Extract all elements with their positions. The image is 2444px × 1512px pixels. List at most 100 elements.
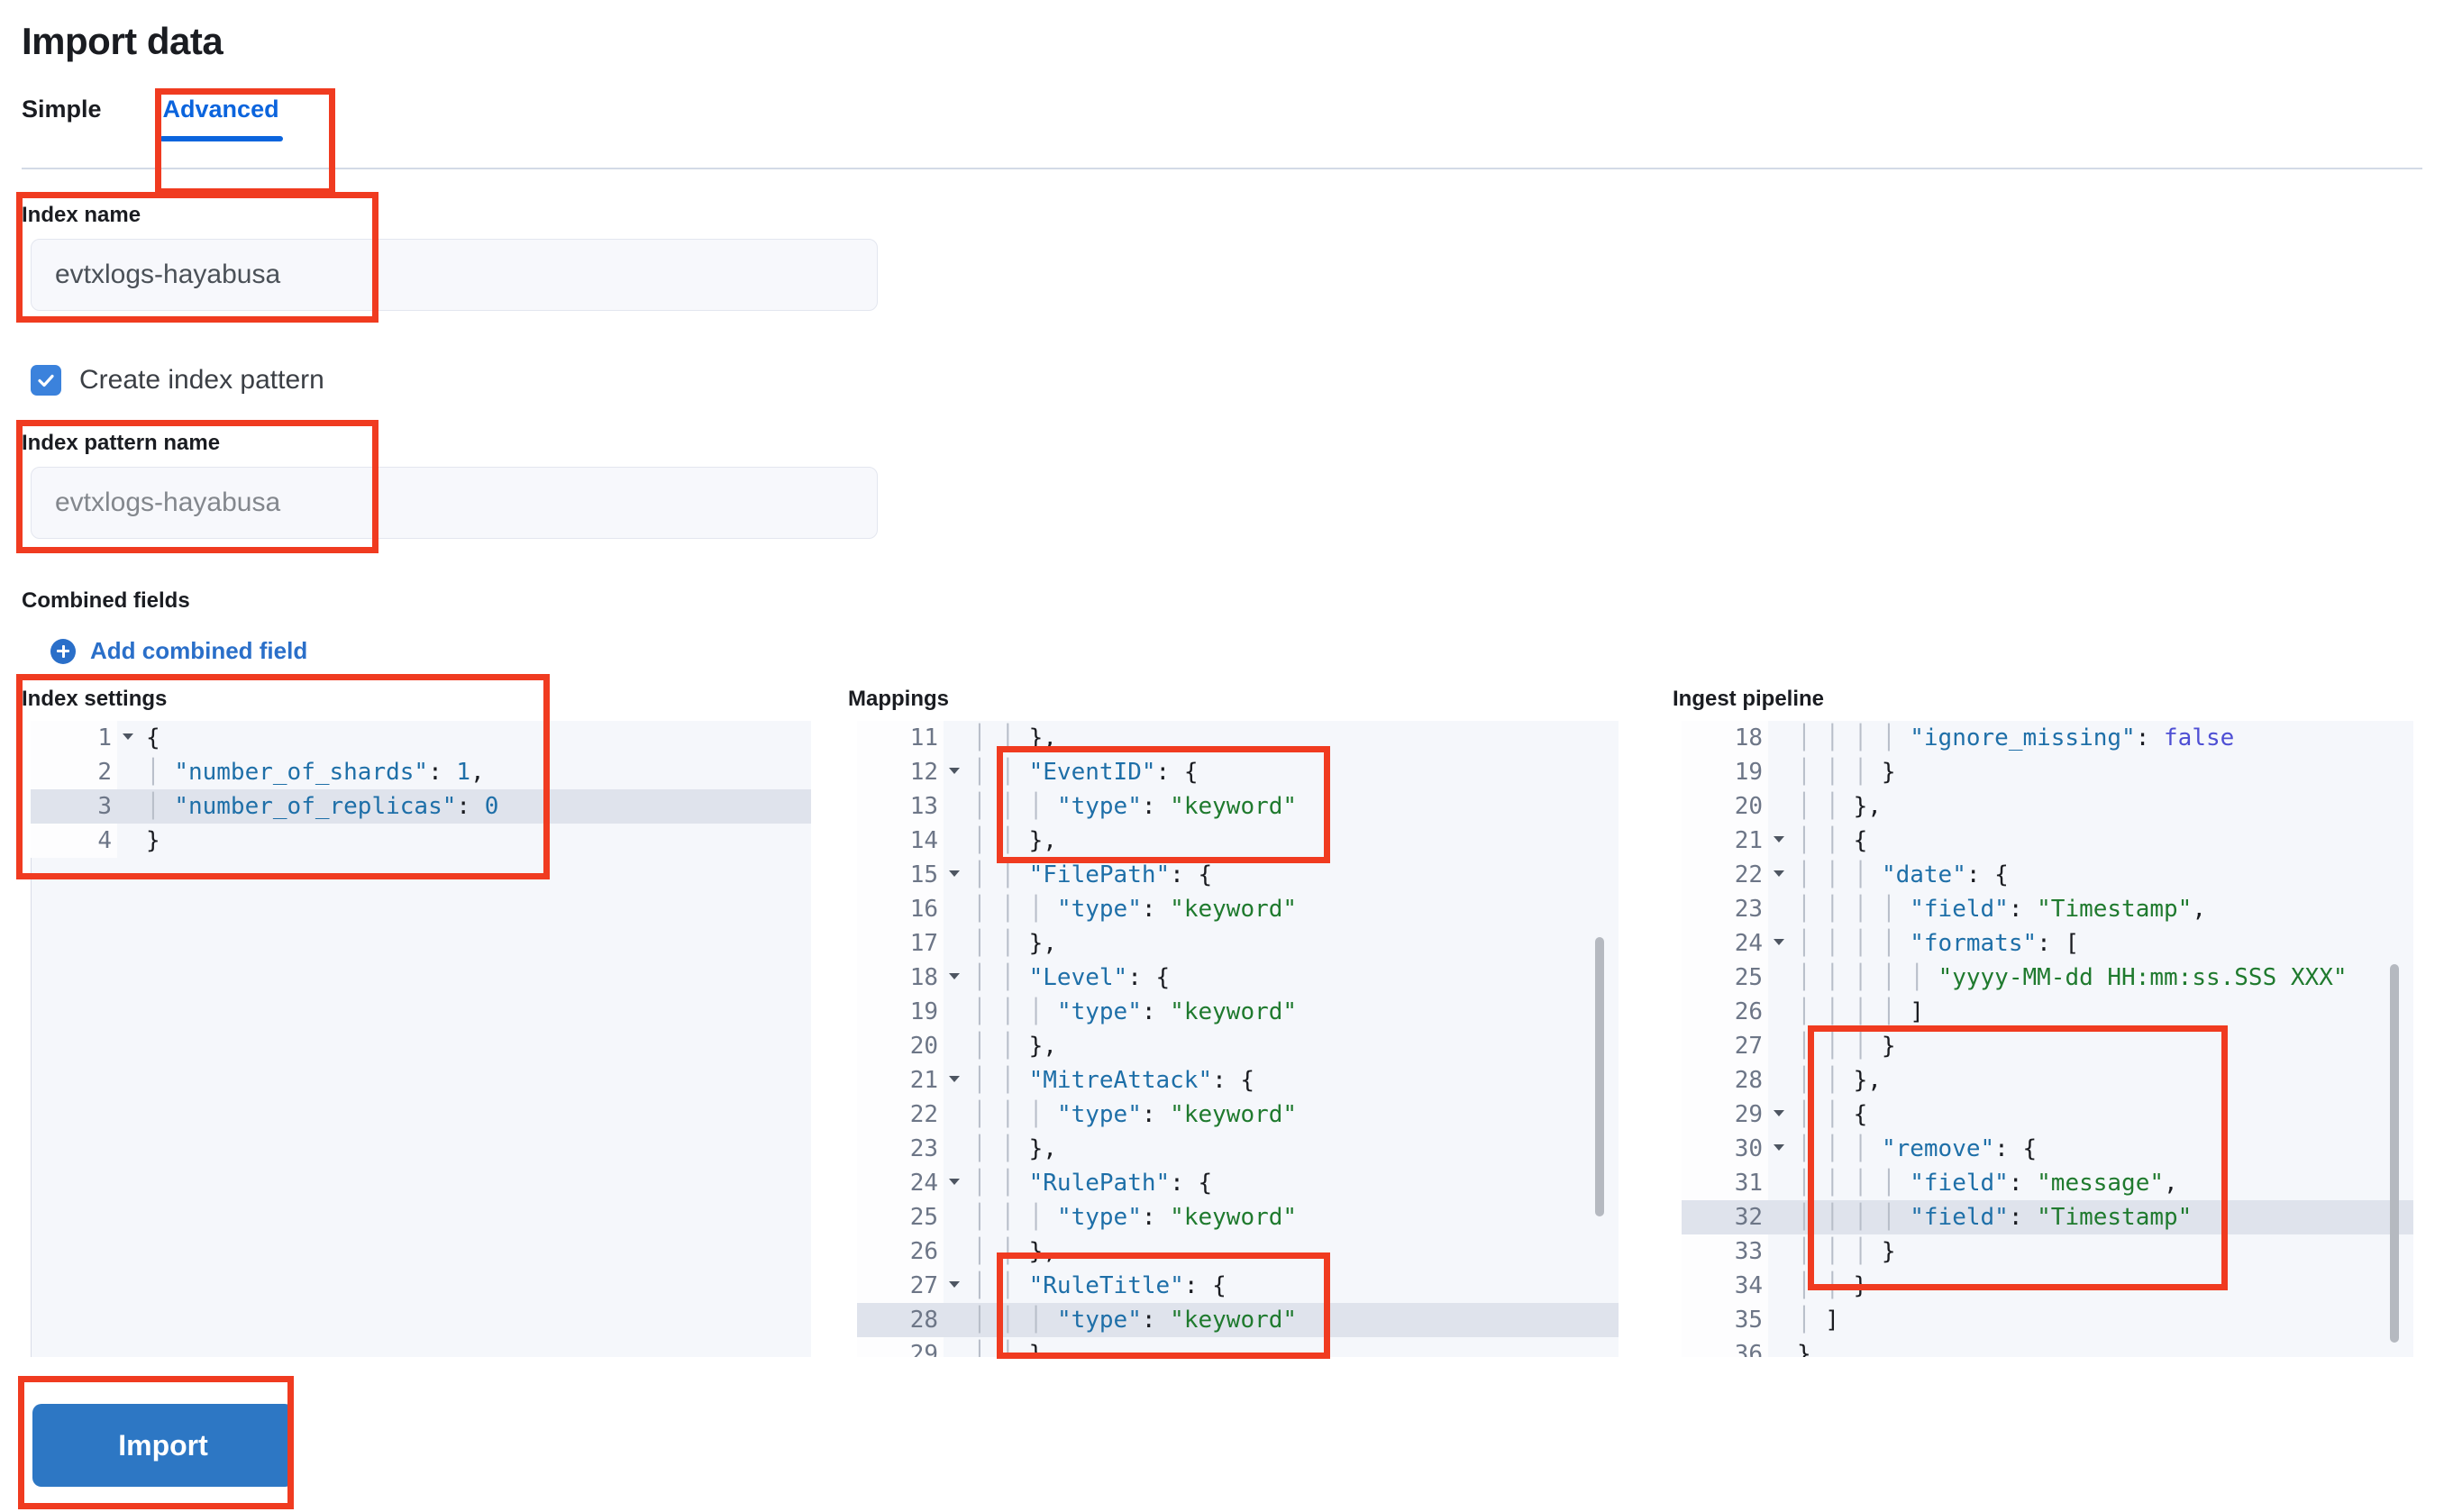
code-line[interactable]: 19│ │ │ }	[1682, 755, 2413, 789]
code-line[interactable]: 3│ "number_of_replicas": 0	[31, 789, 811, 824]
tab-advanced[interactable]: Advanced	[132, 97, 310, 141]
code-line[interactable]: 22│ │ │ "type": "keyword"	[857, 1098, 1619, 1132]
fold-arrow-icon[interactable]	[1774, 939, 1784, 945]
code-text: │ │ │ }	[1797, 1238, 1896, 1265]
line-number: 33	[1682, 1234, 1768, 1269]
fold-arrow-icon[interactable]	[1774, 1110, 1784, 1116]
code-line[interactable]: 30│ │ │ "remove": {	[1682, 1132, 2413, 1166]
line-number: 27	[1682, 1029, 1768, 1063]
fold-arrow-icon[interactable]	[949, 768, 960, 774]
code-line[interactable]: 2│ "number_of_shards": 1,	[31, 755, 811, 789]
code-line[interactable]: 26 │ │ },	[857, 1234, 1619, 1269]
fold-arrow-icon[interactable]	[949, 870, 960, 877]
line-number: 26	[857, 1234, 944, 1269]
index-settings-editor[interactable]: 1{2│ "number_of_shards": 1,3│ "number_of…	[31, 721, 811, 1357]
code-line[interactable]: 21 │ │ {	[1682, 824, 2413, 858]
code-text: │ │ │ │ "field": "Timestamp"	[1797, 1204, 2193, 1231]
code-text: │ │ │ "date": {	[1797, 861, 2009, 888]
code-line[interactable]: 15│ │ "FilePath": {	[857, 858, 1619, 892]
line-number: 20	[857, 1029, 944, 1063]
code-line[interactable]: 36}	[1682, 1337, 2413, 1357]
code-line[interactable]: 25│ │ │ "type": "keyword"	[857, 1200, 1619, 1234]
code-line[interactable]: 20│ │ },	[1682, 789, 2413, 824]
code-text: │ │ },	[972, 1033, 1057, 1060]
code-line[interactable]: 27│ │ "RuleTitle": {	[857, 1269, 1619, 1303]
code-line[interactable]: 29│ │ },	[857, 1337, 1619, 1357]
code-text: │ │ │ │ "formats": [	[1797, 930, 2080, 957]
code-line[interactable]: 35│ ]	[1682, 1303, 2413, 1337]
create-index-pattern-label: Create index pattern	[79, 365, 324, 395]
code-line[interactable]: 22│ │ │ "date": {	[1682, 858, 2413, 892]
line-number: 23	[1682, 892, 1768, 926]
code-line[interactable]: 23│ │ │ │ "field": "Timestamp",	[1682, 892, 2413, 926]
code-text: │ "number_of_replicas": 0	[146, 793, 499, 820]
code-line[interactable]: 18│ │ "Level": {	[857, 961, 1619, 995]
line-number: 28	[857, 1303, 944, 1337]
mappings-scrollbar-thumb[interactable]	[1595, 937, 1604, 1216]
index-pattern-name-label: Index pattern name	[22, 431, 221, 455]
index-settings-label: Index settings	[22, 687, 168, 711]
editor-content[interactable]: 11│ │ },12 │ │ "EventID": { 13│ │ │ "type"…	[857, 721, 1619, 1357]
code-line[interactable]: 4}	[31, 824, 811, 858]
code-line[interactable]: 1{	[31, 721, 811, 755]
code-text: │ │ "EventID": {	[972, 759, 1199, 786]
code-text: │ │ │ "type": "keyword"	[972, 896, 1298, 923]
code-text: │ │ "RulePath": {	[972, 1170, 1213, 1197]
code-line[interactable]: 12 │ │ "EventID": {	[857, 755, 1619, 789]
index-name-input[interactable]: evtxlogs-hayabusa	[31, 239, 878, 311]
code-text: │ │ │ "type": "keyword"	[972, 998, 1298, 1025]
fold-arrow-icon[interactable]	[949, 973, 960, 979]
fold-arrow-icon[interactable]	[949, 1281, 960, 1288]
line-number: 12	[857, 755, 960, 789]
code-line[interactable]: 20 │ │ },	[857, 1029, 1619, 1063]
fold-arrow-icon[interactable]	[123, 733, 133, 740]
code-line[interactable]: 24│ │ "RulePath": {	[857, 1166, 1619, 1200]
code-line[interactable]: 13│ │ │ "type": "keyword"	[857, 789, 1619, 824]
code-line[interactable]: 16│ │ │ "type": "keyword"	[857, 892, 1619, 926]
code-line[interactable]: 29│ │ {	[1682, 1098, 2413, 1132]
ingest-pipeline-scrollbar-thumb[interactable]	[2390, 964, 2399, 1343]
code-text: │ │ │ │ ]	[1797, 998, 1924, 1025]
code-line[interactable]: 19│ │ │ "type": "keyword"	[857, 995, 1619, 1029]
code-line[interactable]: 14│ │ },	[857, 824, 1619, 858]
line-number: 18	[857, 961, 960, 995]
code-text: │ │ },	[972, 930, 1057, 957]
mappings-editor[interactable]: 11│ │ },12 │ │ "EventID": { 13│ │ │ "type"…	[857, 721, 1619, 1357]
fold-arrow-icon[interactable]	[949, 1076, 960, 1082]
code-line[interactable]: 11│ │ },	[857, 721, 1619, 755]
code-line[interactable]: 34│ │ }	[1682, 1269, 2413, 1303]
code-line[interactable]: 26│ │ │ │ ]	[1682, 995, 2413, 1029]
code-text: │ │ },	[972, 1238, 1057, 1265]
line-number: 35	[1682, 1303, 1768, 1337]
code-text: │ │ "MitreAttack": {	[972, 1067, 1255, 1094]
fold-arrow-icon[interactable]	[949, 1179, 960, 1185]
code-text: │ │ "RuleTitle": {	[972, 1272, 1227, 1299]
fold-arrow-icon[interactable]	[1774, 836, 1784, 843]
add-combined-field-label: Add combined field	[90, 637, 308, 664]
add-combined-field-link[interactable]: Add combined field	[50, 637, 307, 665]
code-line[interactable]: 31│ │ │ │ "field": "message",	[1682, 1166, 2413, 1200]
code-line[interactable]: 28│ │ },	[1682, 1063, 2413, 1098]
fold-arrow-icon[interactable]	[1774, 870, 1784, 877]
code-line[interactable]: 21 │ │ "MitreAttack": {	[857, 1063, 1619, 1098]
code-line[interactable]: 33 │ │ │ }	[1682, 1234, 2413, 1269]
code-line[interactable]: 24│ │ │ │ "formats": [	[1682, 926, 2413, 961]
line-number: 21	[857, 1063, 960, 1098]
code-line[interactable]: 27│ │ │ }	[1682, 1029, 2413, 1063]
code-line[interactable]: 28│ │ │ "type": "keyword"	[857, 1303, 1619, 1337]
code-line[interactable]: 25│ │ │ │ │ "yyyy-MM-dd HH:mm:ss.SSS XXX…	[1682, 961, 2413, 995]
line-number: 21	[1682, 824, 1784, 858]
code-line[interactable]: 23│ │ },	[857, 1132, 1619, 1166]
editor-content[interactable]: 1{2│ "number_of_shards": 1,3│ "number_of…	[31, 721, 811, 858]
index-pattern-name-input[interactable]: evtxlogs-hayabusa	[31, 467, 878, 539]
code-line[interactable]: 18│ │ │ │ "ignore_missing": false	[1682, 721, 2413, 755]
code-line[interactable]: 17│ │ },	[857, 926, 1619, 961]
tab-simple[interactable]: Simple	[22, 96, 102, 123]
fold-arrow-icon[interactable]	[1774, 1144, 1784, 1151]
code-text: │ │ {	[1797, 827, 1868, 854]
code-line[interactable]: 32│ │ │ │ "field": "Timestamp"	[1682, 1200, 2413, 1234]
create-index-pattern-checkbox[interactable]: Create index pattern	[31, 365, 324, 396]
import-button[interactable]: Import	[32, 1404, 294, 1487]
